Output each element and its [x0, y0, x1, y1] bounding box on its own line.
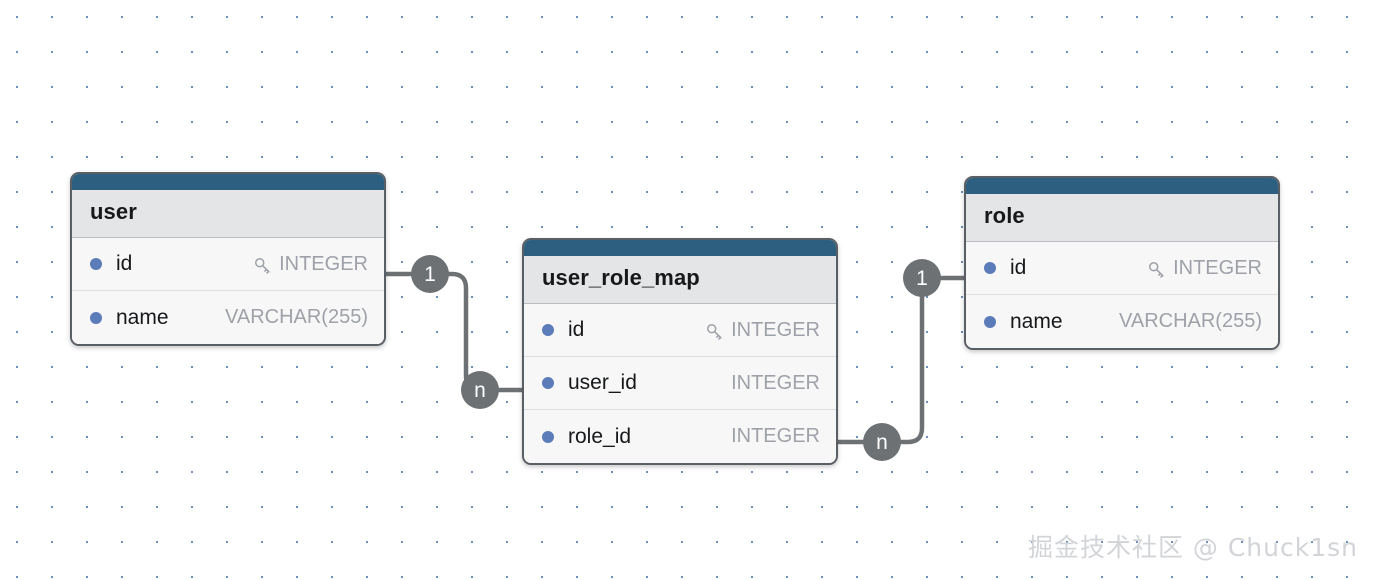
- field-name-label: id: [568, 318, 585, 342]
- field-type-text: VARCHAR(255): [1119, 310, 1262, 333]
- entity-accent-bar-user: [72, 174, 384, 190]
- field-type-text: INTEGER: [279, 252, 368, 275]
- field-type-text: INTEGER: [731, 371, 820, 394]
- entity-table-user[interactable]: user id INTEGER name: [70, 172, 386, 347]
- field-bullet-icon: [984, 262, 996, 275]
- entity-title-user: user: [72, 190, 384, 239]
- field-row-user-role-map-id[interactable]: id INTEGER: [524, 304, 836, 358]
- field-row-role-id[interactable]: id INTEGER: [966, 242, 1278, 296]
- field-row-user-role-map-role-id[interactable]: role_id INTEGER: [524, 410, 836, 464]
- field-bullet-icon: [984, 315, 996, 328]
- watermark-text: 掘金技术社区 @ Chuck1sn: [1027, 533, 1358, 562]
- field-row-user-role-map-user-id[interactable]: user_id INTEGER: [524, 357, 836, 411]
- field-type-text: INTEGER: [731, 318, 820, 341]
- field-bullet-icon: [90, 311, 102, 324]
- field-type-label: VARCHAR(255): [1119, 310, 1262, 333]
- cardinality-badge-role-map-many[interactable]: n: [863, 423, 901, 461]
- entity-accent-bar-role: [966, 178, 1278, 194]
- field-bullet-icon: [542, 377, 554, 390]
- cardinality-badge-user-one[interactable]: 1: [411, 255, 449, 293]
- field-name-label: user_id: [568, 371, 637, 395]
- field-bullet-icon: [542, 430, 554, 443]
- field-name-label: role_id: [568, 424, 632, 448]
- field-name-label: id: [1010, 256, 1027, 280]
- field-bullet-icon: [90, 258, 102, 271]
- entity-title-role: role: [966, 194, 1278, 243]
- edge-role-to-user-role-map: [835, 275, 967, 445]
- field-type-label: INTEGER: [705, 319, 820, 342]
- field-type-label: INTEGER: [1147, 257, 1262, 280]
- primary-key-icon: [705, 322, 724, 341]
- field-row-role-name[interactable]: name VARCHAR(255): [966, 295, 1278, 349]
- edge-user-to-user-role-map: [383, 271, 527, 393]
- primary-key-icon: [253, 256, 272, 275]
- primary-key-icon: [1147, 260, 1166, 279]
- field-type-label: INTEGER: [253, 253, 368, 276]
- cardinality-badge-user-role-map-many[interactable]: n: [461, 371, 499, 409]
- entity-title-user-role-map: user_role_map: [524, 256, 836, 305]
- field-name-label: name: [1010, 309, 1063, 333]
- cardinality-badge-role-one[interactable]: 1: [903, 259, 941, 297]
- field-row-user-id[interactable]: id INTEGER: [72, 238, 384, 292]
- field-type-text: INTEGER: [1173, 256, 1262, 279]
- field-type-label: VARCHAR(255): [225, 306, 368, 329]
- field-type-text: VARCHAR(255): [225, 306, 368, 329]
- field-type-text: INTEGER: [731, 425, 820, 448]
- field-name-label: id: [116, 252, 133, 276]
- field-name-label: name: [116, 305, 169, 329]
- field-type-label: INTEGER: [731, 372, 820, 395]
- entity-table-user-role-map[interactable]: user_role_map id INTEGER user_id: [522, 238, 838, 466]
- field-type-label: INTEGER: [731, 425, 820, 448]
- entity-accent-bar-user-role-map: [524, 240, 836, 256]
- entity-table-role[interactable]: role id INTEGER name: [964, 176, 1280, 351]
- field-row-user-name[interactable]: name VARCHAR(255): [72, 291, 384, 345]
- field-bullet-icon: [542, 324, 554, 337]
